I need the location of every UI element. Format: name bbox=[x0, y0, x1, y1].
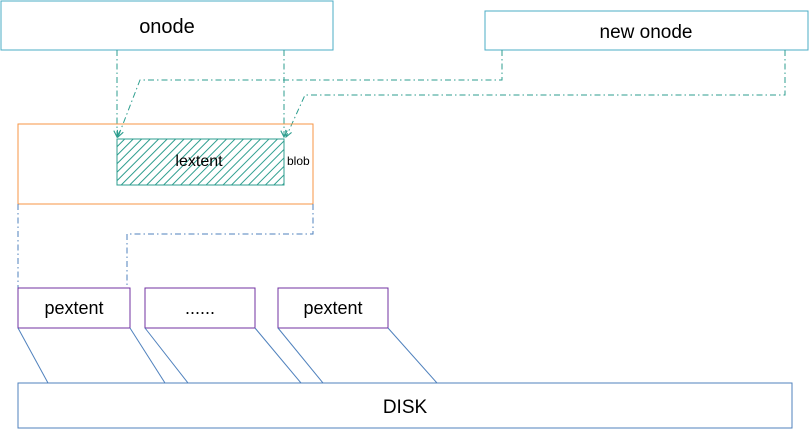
pextent3-disk-line-right bbox=[387, 327, 438, 384]
blob-box bbox=[17, 123, 314, 205]
pextent3-disk-line-left bbox=[277, 327, 324, 384]
pextent1-disk-line-left bbox=[17, 327, 49, 384]
pextent-box-2 bbox=[144, 287, 256, 329]
pextent2-disk-line-left bbox=[144, 327, 189, 384]
new-onode-to-lextent-right-arrow bbox=[286, 50, 786, 137]
pextent-label-1: pextent bbox=[44, 298, 103, 318]
pextent-label-3: pextent bbox=[303, 298, 362, 318]
blob-label: blob bbox=[287, 154, 310, 168]
lextent-label: lextent bbox=[175, 153, 223, 170]
pextent2-disk-line-right bbox=[254, 327, 302, 384]
blob-to-pextent-right-line bbox=[126, 204, 314, 288]
lextent-box bbox=[116, 138, 285, 186]
pextent-box-1 bbox=[17, 287, 131, 329]
pextent-box-3 bbox=[277, 287, 389, 329]
new-onode-box bbox=[484, 10, 809, 51]
pextent1-disk-line-right bbox=[129, 327, 166, 384]
new-onode-label: new onode bbox=[600, 22, 693, 43]
new-onode-to-lextent-left-arrow bbox=[118, 50, 503, 137]
disk-label: DISK bbox=[383, 397, 428, 418]
pextent-label-2: ...... bbox=[185, 298, 215, 318]
onode-label: onode bbox=[139, 16, 195, 38]
onode-box bbox=[0, 0, 334, 51]
disk-box bbox=[17, 382, 793, 429]
